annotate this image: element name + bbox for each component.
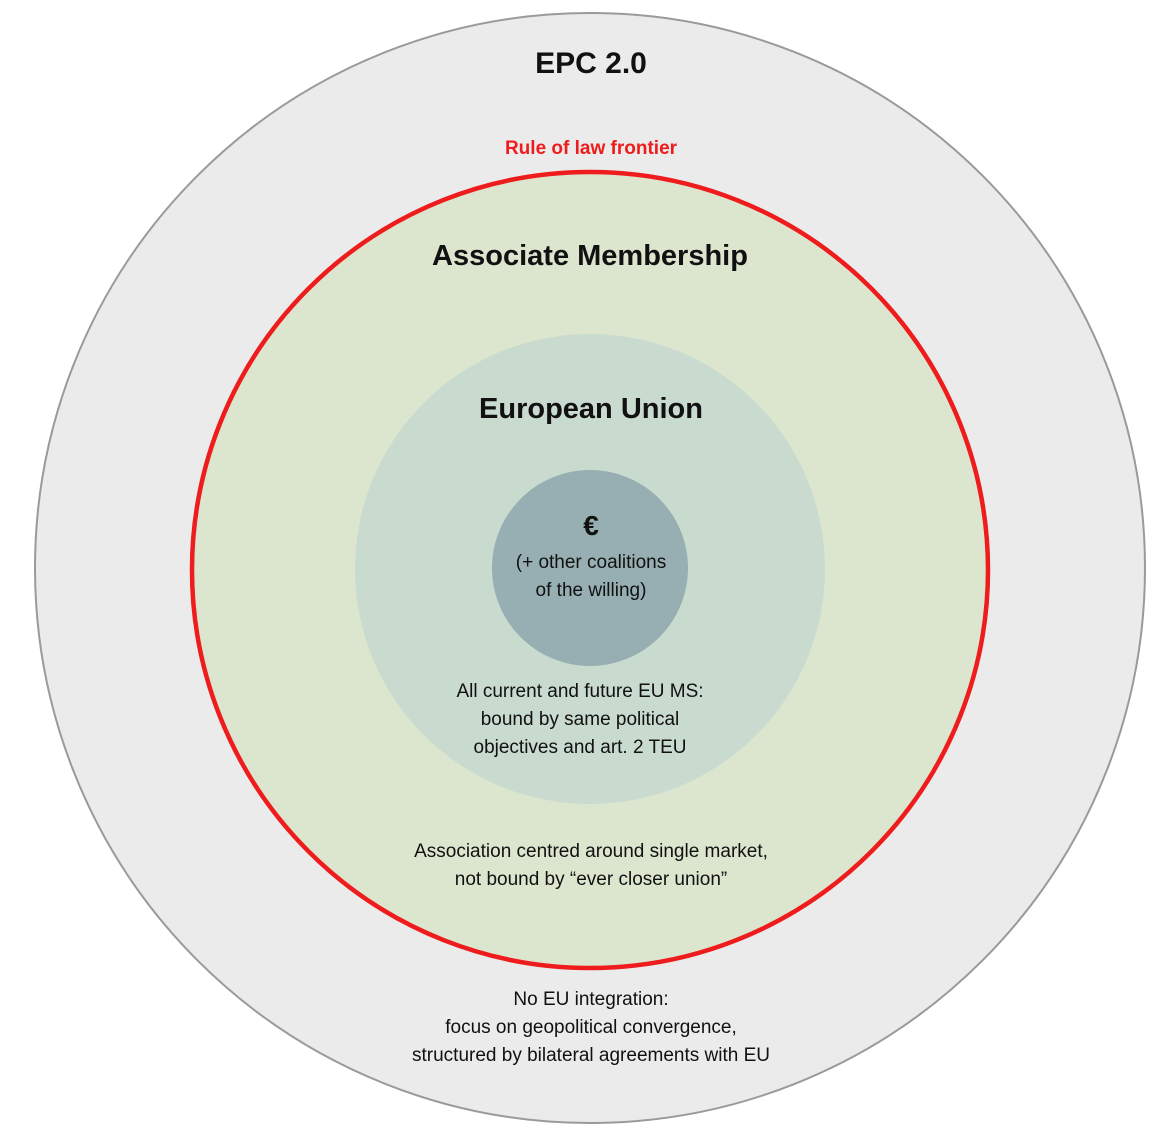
eu-description-line: bound by same political bbox=[480, 709, 680, 730]
european-union-title: European Union bbox=[479, 393, 703, 425]
core-description-line: of the willing) bbox=[535, 580, 647, 601]
european-union-description: All current and future EU MS: bound by s… bbox=[456, 678, 703, 762]
associate-membership-description: Association centred around single market… bbox=[414, 838, 768, 894]
core-description-line: (+ other coalitions bbox=[515, 552, 667, 573]
associate-description-line: not bound by “ever closer union” bbox=[454, 869, 728, 890]
epc-description-line: structured by bilateral agreements with … bbox=[412, 1045, 770, 1066]
associate-description-line: Association centred around single market… bbox=[414, 841, 768, 862]
epc-description: No EU integration: focus on geopolitical… bbox=[412, 986, 770, 1070]
epc-description-line: focus on geopolitical convergence, bbox=[445, 1017, 737, 1038]
associate-membership-title: Associate Membership bbox=[432, 240, 748, 272]
eurozone-core-circle bbox=[492, 470, 688, 666]
euro-symbol: € bbox=[583, 510, 599, 541]
rule-of-law-frontier-label: Rule of law frontier bbox=[504, 138, 678, 159]
epc-description-line: No EU integration: bbox=[513, 989, 669, 1010]
eu-description-line: All current and future EU MS: bbox=[456, 681, 704, 702]
core-description: (+ other coalitions of the willing) bbox=[516, 549, 667, 605]
eu-description-line: objectives and art. 2 TEU bbox=[473, 737, 687, 758]
epc-title: EPC 2.0 bbox=[535, 47, 647, 80]
